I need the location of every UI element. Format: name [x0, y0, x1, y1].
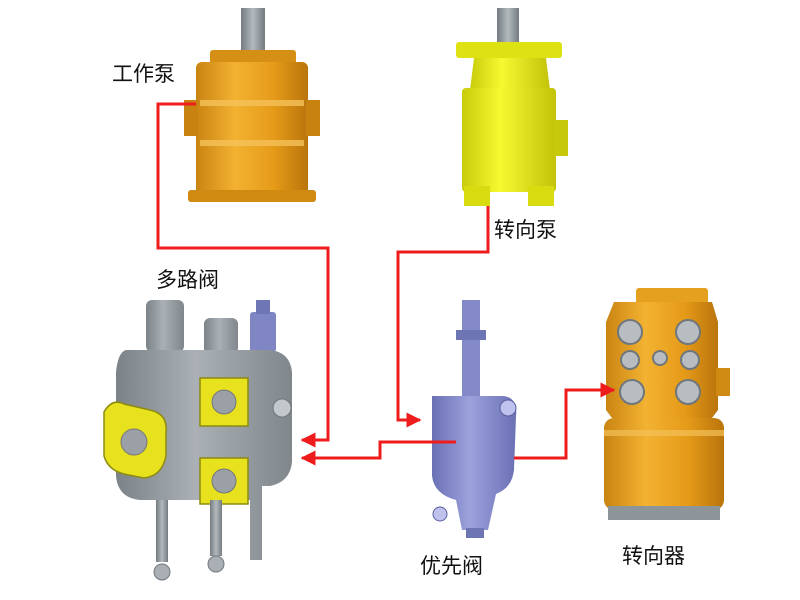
- work-pump-shaft: [241, 8, 265, 54]
- label-work-pump: 工作泵: [112, 62, 175, 86]
- work-pump-side-port-right: [306, 100, 320, 136]
- flow-line-steering-pump-to-priority-valve: [396, 206, 490, 428]
- label-steering-gear: 转向器: [622, 544, 685, 568]
- steering-gear-port-4: [652, 350, 668, 366]
- multiway-valve-relief-top: [256, 300, 270, 314]
- steering-gear-port-5: [680, 350, 700, 370]
- steering-gear-side-port: [716, 368, 730, 396]
- multiway-valve-port-lower: [211, 468, 237, 494]
- priority-valve-stem: [462, 300, 480, 396]
- work-pump-flange: [210, 50, 296, 64]
- priority-valve-stem-collar: [456, 330, 486, 340]
- priority-valve-body: [432, 396, 517, 530]
- multiway-valve-knob-right: [207, 555, 225, 573]
- priority-valve-lug-right: [499, 399, 517, 417]
- work-pump-side-port-left: [184, 100, 198, 136]
- steering-pump-shaft: [497, 8, 519, 48]
- steering-gear: [604, 288, 730, 520]
- work-pump: [184, 8, 320, 202]
- label-multiway-valve: 多路阀: [156, 268, 219, 292]
- priority-valve: [432, 300, 517, 538]
- flow-line-priority-valve-to-multiway-valve: [300, 440, 456, 466]
- flow-line-work-pump-to-multiway-valve: [156, 102, 330, 448]
- flow-lines: [156, 102, 616, 466]
- steering-pump-neck: [470, 58, 550, 90]
- steering-pump-foot-left: [464, 186, 490, 206]
- flow-line-priority-valve-to-steering-gear: [514, 382, 616, 460]
- priority-valve-bottom-port: [466, 528, 484, 538]
- steering-gear-port-1: [617, 319, 643, 345]
- steering-gear-port-3: [620, 350, 640, 370]
- steering-gear-band: [604, 430, 724, 436]
- work-pump-body: [196, 62, 308, 198]
- label-steering-pump: 转向泵: [494, 218, 557, 242]
- steering-pump-body: [462, 88, 556, 192]
- multiway-valve-stem-right: [210, 500, 222, 556]
- steering-pump-flange: [456, 42, 562, 58]
- multiway-valve-knob-left: [153, 563, 171, 581]
- steering-gear-port-7: [675, 379, 701, 405]
- multiway-valve-port-upper: [211, 389, 237, 415]
- steering-gear-base: [608, 506, 720, 520]
- steering-gear-port-6: [619, 379, 645, 405]
- multiway-valve-side-port: [120, 428, 148, 456]
- work-pump-band-upper: [200, 100, 304, 106]
- priority-valve-lug-left: [432, 506, 448, 522]
- steering-pump-foot-right: [528, 186, 554, 206]
- multiway-valve-spool-cap-middle: [204, 318, 238, 354]
- multiway-valve-spool-cap-left: [146, 300, 184, 352]
- multiway-valve-stem-left: [156, 500, 168, 562]
- multiway-valve: [103, 300, 292, 581]
- steering-pump-side-port: [554, 120, 568, 156]
- steering-gear-port-2: [675, 319, 701, 345]
- work-pump-base: [188, 190, 316, 202]
- label-priority-valve: 优先阀: [420, 554, 483, 578]
- work-pump-band-lower: [200, 140, 304, 146]
- multiway-valve-relief-cap: [250, 312, 276, 352]
- multiway-valve-end-port: [272, 398, 292, 418]
- steering-pump: [456, 8, 568, 206]
- steering-gear-top-boss: [636, 288, 708, 304]
- steering-gear-body: [604, 418, 724, 510]
